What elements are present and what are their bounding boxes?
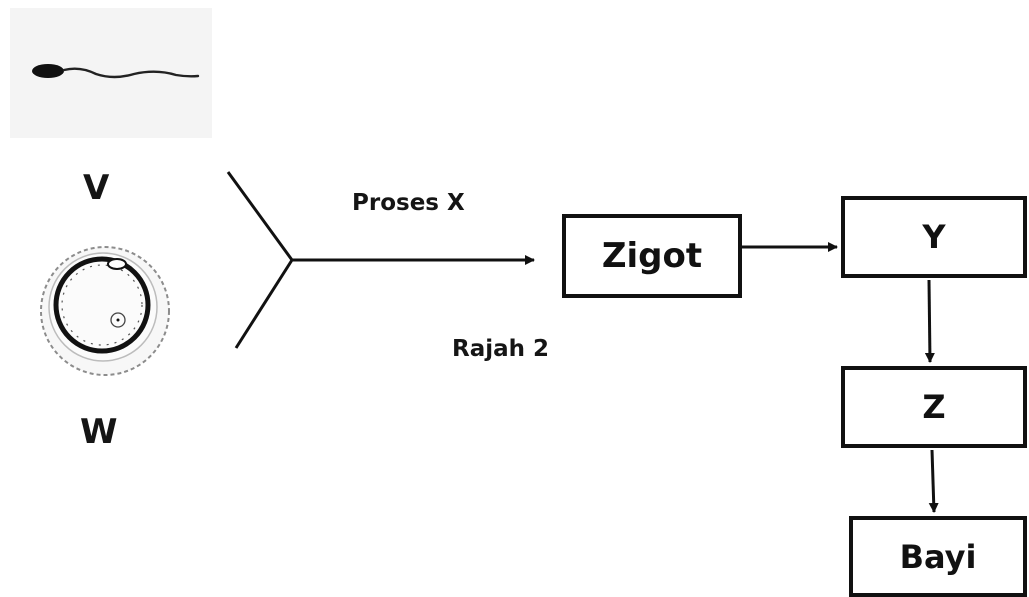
- egg-icon: [40, 246, 170, 376]
- zygote-box: Zigot: [562, 214, 742, 298]
- baby-box: Bayi: [849, 516, 1027, 597]
- sperm-image-panel: [10, 8, 212, 138]
- sperm-label: V: [83, 168, 110, 208]
- process-label: Proses X: [352, 190, 465, 216]
- z-to-baby-arrow: [928, 449, 939, 513]
- y-to-z-arrow: [924, 279, 935, 363]
- egg-branch-line: [234, 259, 294, 349]
- stage-z-box: Z: [841, 366, 1027, 448]
- stage-y-box: Y: [841, 196, 1027, 278]
- figure-label: Rajah 2: [452, 336, 550, 362]
- sperm-icon: [32, 64, 200, 79]
- egg-label: W: [80, 412, 118, 452]
- sperm-branch-line: [226, 171, 294, 261]
